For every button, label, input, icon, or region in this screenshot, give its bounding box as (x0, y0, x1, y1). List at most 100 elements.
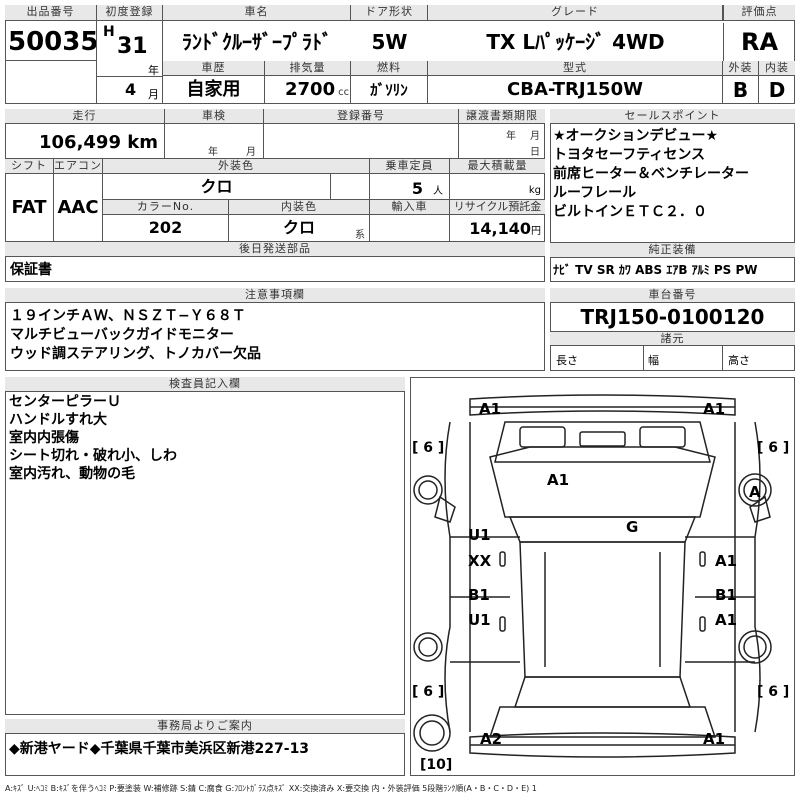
regno-label: 登録番号 (264, 109, 459, 124)
recycle-label: リサイクル預託金 (450, 200, 545, 215)
score-label: 評価点 (723, 5, 795, 21)
ext-value: B (723, 76, 759, 104)
transfer-label: 譲渡書類期限 (459, 109, 545, 124)
mileage-number: 106,499 (39, 132, 121, 153)
mark-left-rear-door-1: B1 (468, 586, 490, 604)
int-value: D (768, 78, 786, 102)
inspector-item: ハンドルすれ大 (9, 412, 107, 428)
ext-label: 外装 (723, 61, 759, 76)
fuel-label: 燃料 (351, 61, 428, 76)
name-value: ﾗﾝﾄﾞｸﾙｰｻﾞｰﾌﾟﾗﾄﾞ (182, 30, 332, 54)
ac-label: エアコン (54, 159, 103, 174)
grade-value: TX Lﾊﾟｯｹｰｼﾞ 4WD (486, 30, 665, 54)
mileage-value: 106,499 km (5, 124, 165, 158)
inspector-item: シート切れ・破れ小、しわ (9, 448, 177, 464)
name-label: 車名 (163, 5, 351, 21)
sales-label: セールスポイント (550, 109, 795, 124)
disp-unit: cc (338, 87, 350, 98)
intcolor-label: 内装色 (229, 200, 370, 215)
sales-item: トヨタセーフティセンス (553, 147, 706, 163)
color-value: クロ (103, 174, 330, 200)
tire-br-bracket: [ 6 ] (757, 684, 790, 700)
colorno-value: 202 (103, 215, 229, 241)
mark-wheel-front-right: A (749, 483, 761, 501)
import-label: 輸入車 (370, 200, 450, 215)
mark-roof: G (626, 518, 639, 536)
mileage-label: 走行 (5, 109, 165, 124)
mark-left-front-door-2: XX (468, 552, 492, 570)
capacity-unit: 人 (433, 186, 443, 197)
office-label: 事務局よりご案内 (5, 719, 405, 734)
notes-item: マルチビューバックガイドモニター (10, 327, 234, 343)
reg-month-unit: 月 (148, 88, 159, 101)
ac-value: AAC (54, 174, 103, 241)
reg-month: 4 (125, 80, 137, 99)
mileage-unit: km (127, 132, 158, 153)
grade-label: グレード (428, 5, 723, 21)
mark-left-front-door-1: U1 (468, 526, 491, 544)
len-label: 長さ (556, 354, 578, 367)
mark-hood: A1 (547, 471, 570, 489)
recycle-value: 14,140 (469, 219, 531, 238)
mark-front-right: A1 (703, 400, 726, 418)
model-value: CBA-TRJ150W (428, 76, 723, 104)
legend-text: A:ｷｽﾞ U:ﾍｺﾐ B:ｷｽﾞを伴うﾍｺﾐ P:要塗装 W:補修跡 S:錆 … (5, 784, 537, 793)
intcolor-value: クロ (229, 215, 370, 241)
car-outline (413, 394, 772, 758)
insp-year-unit: 年 (208, 147, 218, 158)
lot-label: 出品番号 (5, 5, 97, 21)
chassis-value: TRJ150-0100120 (580, 305, 765, 329)
equip-value: ﾅﾋﾞ TV SR ｶﾜ ABS ｴｱB ｱﾙﾐ PS PW (553, 263, 758, 277)
disp-label: 排気量 (265, 61, 351, 76)
reg-year: 31 (117, 34, 148, 59)
intcolor-unit: 系 (355, 230, 365, 241)
reg-era: H (103, 24, 115, 40)
mark-rear-right: A1 (703, 730, 726, 748)
mark-left-rear-door-2: U1 (468, 611, 491, 629)
notes-item: １９インチＡＷ、ＮＳＺＴ−Ｙ６８Ｔ (10, 308, 246, 324)
load-label: 最大積載量 (450, 159, 545, 174)
tire-bl-bracket: [ 6 ] (412, 684, 445, 700)
reg-year-unit: 年 (148, 64, 159, 77)
mark-right-rear-door-1: B1 (715, 586, 737, 604)
capacity-value: 5 (411, 179, 423, 198)
spare-tire-bracket: [10] (420, 757, 453, 773)
colorno-label: カラーNo. (103, 200, 229, 215)
inspector-item: 室内汚れ、動物の毛 (9, 466, 136, 482)
sales-item: ルーフレール (553, 185, 637, 201)
chassis-label: 車台番号 (550, 288, 795, 303)
shift-label: シフト (5, 159, 54, 174)
history-value: 自家用 (163, 76, 265, 104)
later-label: 後日発送部品 (5, 242, 545, 257)
lot-value: 50035 (8, 27, 96, 57)
shift-value: FAT (5, 174, 54, 241)
capacity-label: 乗車定員 (370, 159, 450, 174)
sales-item: ★オークションデビュー★ (553, 128, 719, 144)
recycle-box: 14,140円 (450, 215, 545, 241)
hgt-label: 高さ (728, 354, 750, 367)
mark-right-front-door: A1 (715, 552, 738, 570)
damage-diagram (410, 377, 795, 776)
inspector-label: 検査員記入欄 (5, 377, 405, 392)
int-label: 内装 (759, 61, 795, 76)
equip-label: 純正装備 (550, 242, 795, 258)
door-value: 5W (371, 30, 408, 54)
transfer-day-unit: 日 (530, 147, 540, 158)
disp-number: 2700 (285, 79, 336, 100)
spec-label: 諸元 (550, 331, 795, 346)
history-label: 車歴 (163, 61, 265, 76)
load-unit: kg (450, 174, 545, 200)
notes-list: １９インチＡＷ、ＮＳＺＴ−Ｙ６８Ｔ マルチビューバックガイドモニター ウッド調ス… (10, 307, 540, 369)
mark-front-left: A1 (479, 400, 502, 418)
sales-list: ★オークションデビュー★ トヨタセーフティセンス 前席ヒーター＆ベンチレーター … (553, 127, 793, 242)
later-value: 保証書 (10, 262, 52, 278)
inspector-item: センターピラーＵ (9, 394, 121, 410)
model-label: 型式 (428, 61, 723, 76)
notes-item: ウッド調ステアリング、トノカバー欠品 (10, 346, 262, 362)
color-label: 外装色 (103, 159, 370, 174)
inspection-label: 車検 (165, 109, 264, 124)
score-value: RA (723, 23, 795, 61)
sales-item: 前席ヒーター＆ベンチレーター (553, 166, 749, 182)
